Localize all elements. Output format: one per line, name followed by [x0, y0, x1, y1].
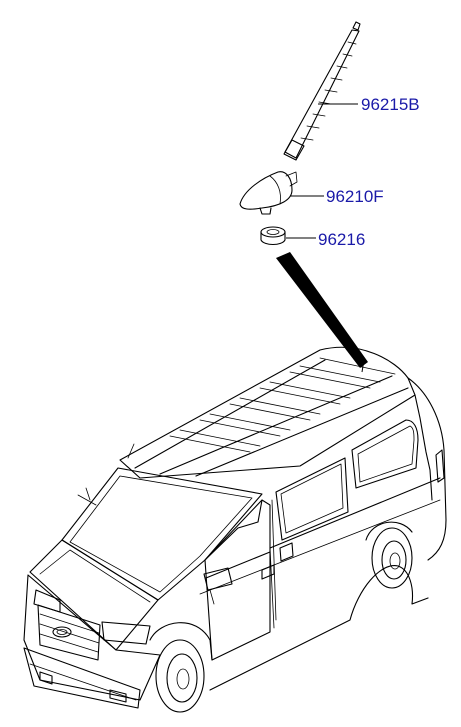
brand-emblem	[52, 626, 72, 638]
antenna-nut	[260, 226, 286, 246]
location-pointer	[276, 252, 368, 368]
part-number-96216: 96216	[318, 230, 365, 249]
antenna-mast	[283, 21, 361, 161]
van-illustration	[23, 346, 447, 713]
antenna-mount-marker	[361, 359, 365, 373]
part-number-96215B: 96215B	[361, 95, 420, 114]
antenna-base	[239, 171, 298, 215]
part-number-96210F: 96210F	[326, 187, 384, 206]
